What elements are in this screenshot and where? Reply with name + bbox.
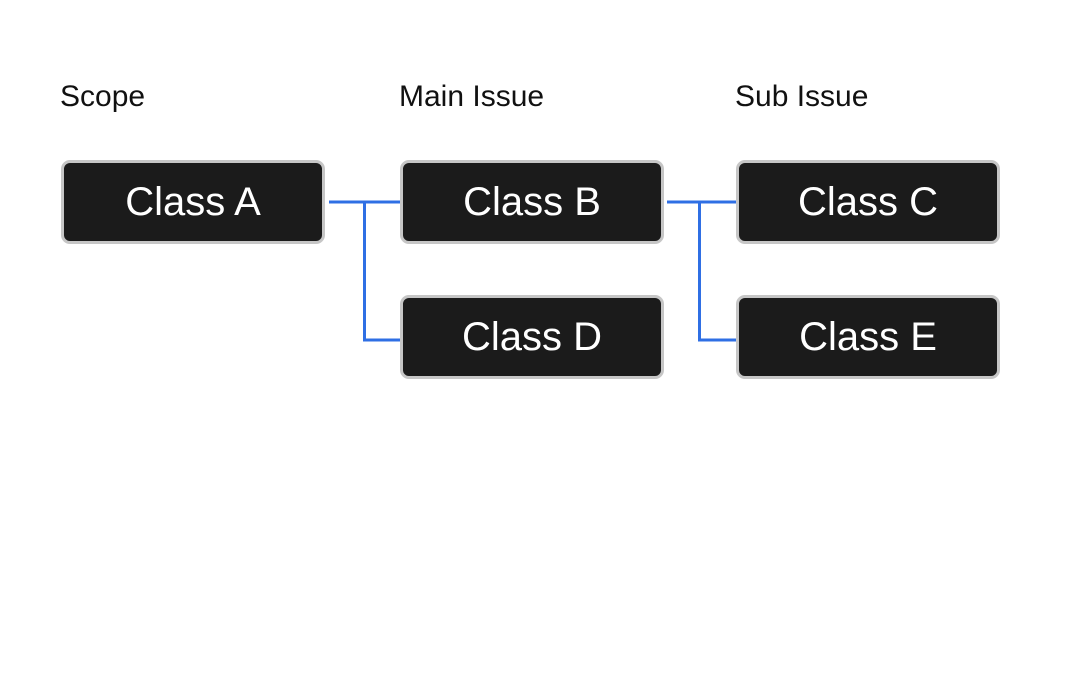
column-header-scope: Scope — [60, 80, 146, 113]
node-class-d[interactable]: Class D — [400, 295, 664, 379]
column-header-sub-issue: Sub Issue — [735, 80, 869, 113]
node-class-a[interactable]: Class A — [61, 160, 325, 244]
column-header-main-issue: Main Issue — [399, 80, 545, 113]
node-class-e[interactable]: Class E — [736, 295, 1000, 379]
node-class-b[interactable]: Class B — [400, 160, 664, 244]
node-class-c[interactable]: Class C — [736, 160, 1000, 244]
